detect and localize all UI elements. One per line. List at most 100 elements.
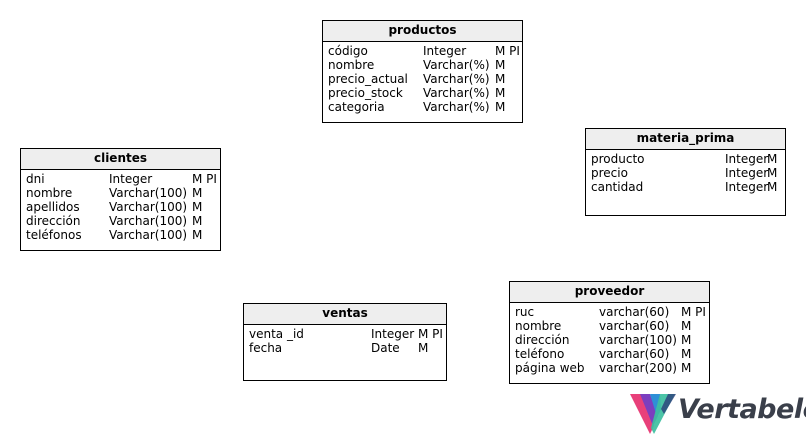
column-flags: M [681, 333, 692, 347]
column-name: teléfono [515, 347, 565, 361]
column-flags: M [418, 341, 429, 355]
column-flags: M PI [681, 305, 706, 319]
column-type: Varchar(100) [109, 228, 188, 242]
table-title: productos [323, 21, 522, 42]
column-name: teléfonos [26, 228, 82, 242]
column-flags: M [767, 166, 778, 180]
column-row: precio_stock Varchar(%) M [323, 86, 522, 100]
column-flags: M [192, 228, 203, 242]
column-type: varchar(60) [599, 319, 670, 333]
column-row: nombre Varchar(100) M [21, 186, 220, 200]
column-name: precio_stock [328, 86, 403, 100]
column-name: cantidad [591, 180, 644, 194]
column-flags: M [495, 58, 506, 72]
column-flags: M [681, 361, 692, 375]
column-row: teléfonos Varchar(100) M [21, 228, 220, 242]
column-type: varchar(200) [599, 361, 677, 375]
column-row: fecha Date M [244, 341, 446, 355]
column-type: Integer [725, 166, 769, 180]
column-name: precio [591, 166, 628, 180]
column-name: fecha [249, 341, 283, 355]
column-name: nombre [328, 58, 375, 72]
column-name: categoria [328, 100, 385, 114]
column-type: Varchar(%) [423, 72, 490, 86]
column-flags: M [681, 319, 692, 333]
column-name: apellidos [26, 200, 80, 214]
column-row: dirección varchar(100) M [510, 333, 709, 347]
column-flags: M [495, 100, 506, 114]
logo-text: Vertabelo [678, 394, 806, 425]
column-flags: M [681, 347, 692, 361]
column-type: Integer [371, 327, 415, 341]
column-row: nombre varchar(60) M [510, 319, 709, 333]
column-row: nombre Varchar(%) M [323, 58, 522, 72]
logo-stripe-pink [630, 394, 654, 434]
vertabelo-v-icon [630, 394, 676, 434]
table-columns: ruc varchar(60) M PI nombre varchar(60) M di… [510, 303, 709, 375]
column-type: Integer [725, 152, 769, 166]
table-title: clientes [21, 149, 220, 170]
column-type: Varchar(100) [109, 200, 188, 214]
column-type: Varchar(100) [109, 214, 188, 228]
column-name: código [328, 44, 368, 58]
column-row: ruc varchar(60) M PI [510, 305, 709, 319]
column-name: dirección [515, 333, 570, 347]
column-row: dirección Varchar(100) M [21, 214, 220, 228]
column-type: varchar(60) [599, 347, 670, 361]
column-type: Varchar(%) [423, 86, 490, 100]
column-name: nombre [515, 319, 562, 333]
vertabelo-logo: Vertabelo [630, 392, 806, 436]
column-row: precio_actual Varchar(%) M [323, 72, 522, 86]
column-flags: M [192, 214, 203, 228]
logo-stripe-navy [661, 394, 676, 414]
table-title: materia_prima [586, 129, 785, 150]
column-name: venta _id [249, 327, 304, 341]
column-type: Integer [423, 44, 467, 58]
column-type: varchar(60) [599, 305, 670, 319]
column-flags: M PI [418, 327, 443, 341]
table-proveedor[interactable]: proveedor ruc varchar(60) M PI nombre varch… [509, 281, 710, 384]
column-row: página web varchar(200) M [510, 361, 709, 375]
column-type: varchar(100) [599, 333, 677, 347]
column-name: ruc [515, 305, 535, 319]
column-flags: M [192, 200, 203, 214]
column-row: código Integer M PI [323, 44, 522, 58]
column-name: dirección [26, 214, 81, 228]
column-flags: M PI [192, 172, 217, 186]
column-flags: M PI [495, 44, 520, 58]
column-flags: M [192, 186, 203, 200]
column-row: apellidos Varchar(100) M [21, 200, 220, 214]
column-flags: M [495, 86, 506, 100]
column-name: nombre [26, 186, 73, 200]
column-type: Date [371, 341, 400, 355]
column-type: Varchar(%) [423, 58, 490, 72]
column-name: dni [26, 172, 45, 186]
column-row: dni Integer M PI [21, 172, 220, 186]
column-flags: M [767, 180, 778, 194]
column-type: Varchar(100) [109, 186, 188, 200]
column-flags: M [495, 72, 506, 86]
column-row: teléfono varchar(60) M [510, 347, 709, 361]
column-row: categoria Varchar(%) M [323, 100, 522, 114]
column-type: Integer [725, 180, 769, 194]
table-title: proveedor [510, 282, 709, 303]
column-name: página web [515, 361, 585, 375]
column-name: precio_actual [328, 72, 408, 86]
column-type: Integer [109, 172, 153, 186]
column-type: Varchar(%) [423, 100, 490, 114]
column-flags: M [767, 152, 778, 166]
logo-stripe-purple [640, 394, 658, 426]
column-name: producto [591, 152, 645, 166]
